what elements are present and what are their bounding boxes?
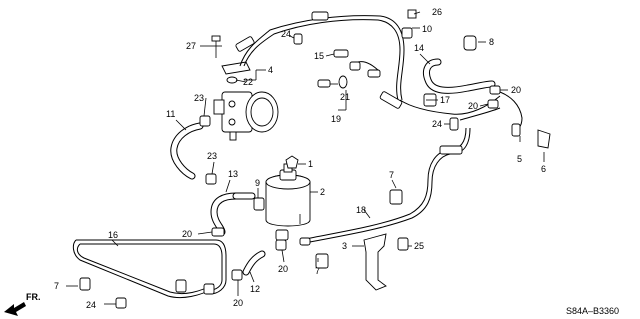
clip-20c: [231, 269, 243, 281]
clip-20d: [489, 85, 501, 95]
clip-7c: [315, 253, 329, 269]
callout-6: 6: [541, 164, 546, 174]
pipe-16: [72, 239, 215, 299]
bracket-3: [363, 233, 387, 291]
callout-22: 22: [243, 77, 253, 87]
bolt-27: [200, 35, 221, 58]
return-hose-14: [423, 59, 495, 93]
clip-20a: [211, 227, 225, 237]
bolt-24a: [293, 33, 303, 45]
callout-20: 20: [233, 298, 243, 308]
callout-8: 8: [489, 37, 494, 47]
callout-17: 17: [440, 95, 450, 105]
clamp-23b: [205, 173, 217, 185]
cap-1: [285, 155, 299, 169]
power-steering-pump: [213, 91, 279, 141]
callout-26: 26: [432, 7, 442, 17]
bolt-26: [407, 9, 417, 19]
callout-24: 24: [86, 300, 96, 310]
callout-23: 23: [207, 151, 217, 161]
clip-8: [463, 35, 477, 51]
callout-23: 23: [194, 93, 204, 103]
fr-label: FR.: [26, 292, 41, 302]
clip-6: [537, 129, 551, 149]
leader-lines: [66, 11, 545, 305]
callout-27: 27: [186, 41, 196, 51]
bolt-24c: [115, 297, 127, 309]
callout-2: 2: [320, 187, 325, 197]
front-direction-arrow: FR.: [4, 292, 41, 316]
hose-12: [243, 251, 265, 275]
callout-10: 10: [422, 24, 432, 34]
diagram-code: S84A–B3360: [566, 306, 619, 316]
clip-10: [401, 27, 413, 39]
callout-24: 24: [281, 29, 291, 39]
bolt-24b: [449, 117, 459, 131]
callout-20: 20: [182, 229, 192, 239]
callout-20: 20: [511, 85, 521, 95]
callout-18: 18: [356, 205, 366, 215]
callout-20: 20: [278, 264, 288, 274]
clip-9: [253, 197, 265, 211]
callout-15: 15: [314, 51, 324, 61]
callout-3: 3: [342, 241, 347, 251]
feed-pipe-4: [239, 15, 405, 101]
callout-20: 20: [468, 101, 478, 111]
callout-11: 11: [166, 109, 175, 119]
clamp-23a: [199, 115, 211, 127]
bracket-22: [221, 61, 251, 84]
bolt-25: [397, 237, 409, 251]
callout-14: 14: [414, 43, 424, 53]
callout-7: 7: [389, 170, 394, 180]
callout-9: 9: [255, 178, 260, 188]
callout-19: 19: [331, 114, 341, 124]
callout-7: 7: [315, 266, 320, 276]
callout-16: 16: [108, 230, 118, 240]
clip-15: [333, 49, 381, 78]
sensor-21: [317, 75, 348, 89]
hose-11: [171, 123, 203, 179]
clip-20b: [275, 239, 287, 251]
callout-12: 12: [250, 284, 260, 294]
callout-5: 5: [517, 154, 522, 164]
clip-20e: [487, 99, 499, 109]
callout-7: 7: [54, 281, 59, 291]
callout-25: 25: [414, 241, 424, 251]
callout-13: 13: [228, 169, 238, 179]
clip-7b: [389, 189, 403, 205]
reservoir-2: [265, 163, 311, 241]
pipe-18: [299, 127, 467, 241]
callout-4: 4: [268, 65, 273, 75]
callout-21: 21: [340, 92, 350, 102]
callout-1: 1: [308, 159, 313, 169]
callout-24: 24: [432, 119, 442, 129]
